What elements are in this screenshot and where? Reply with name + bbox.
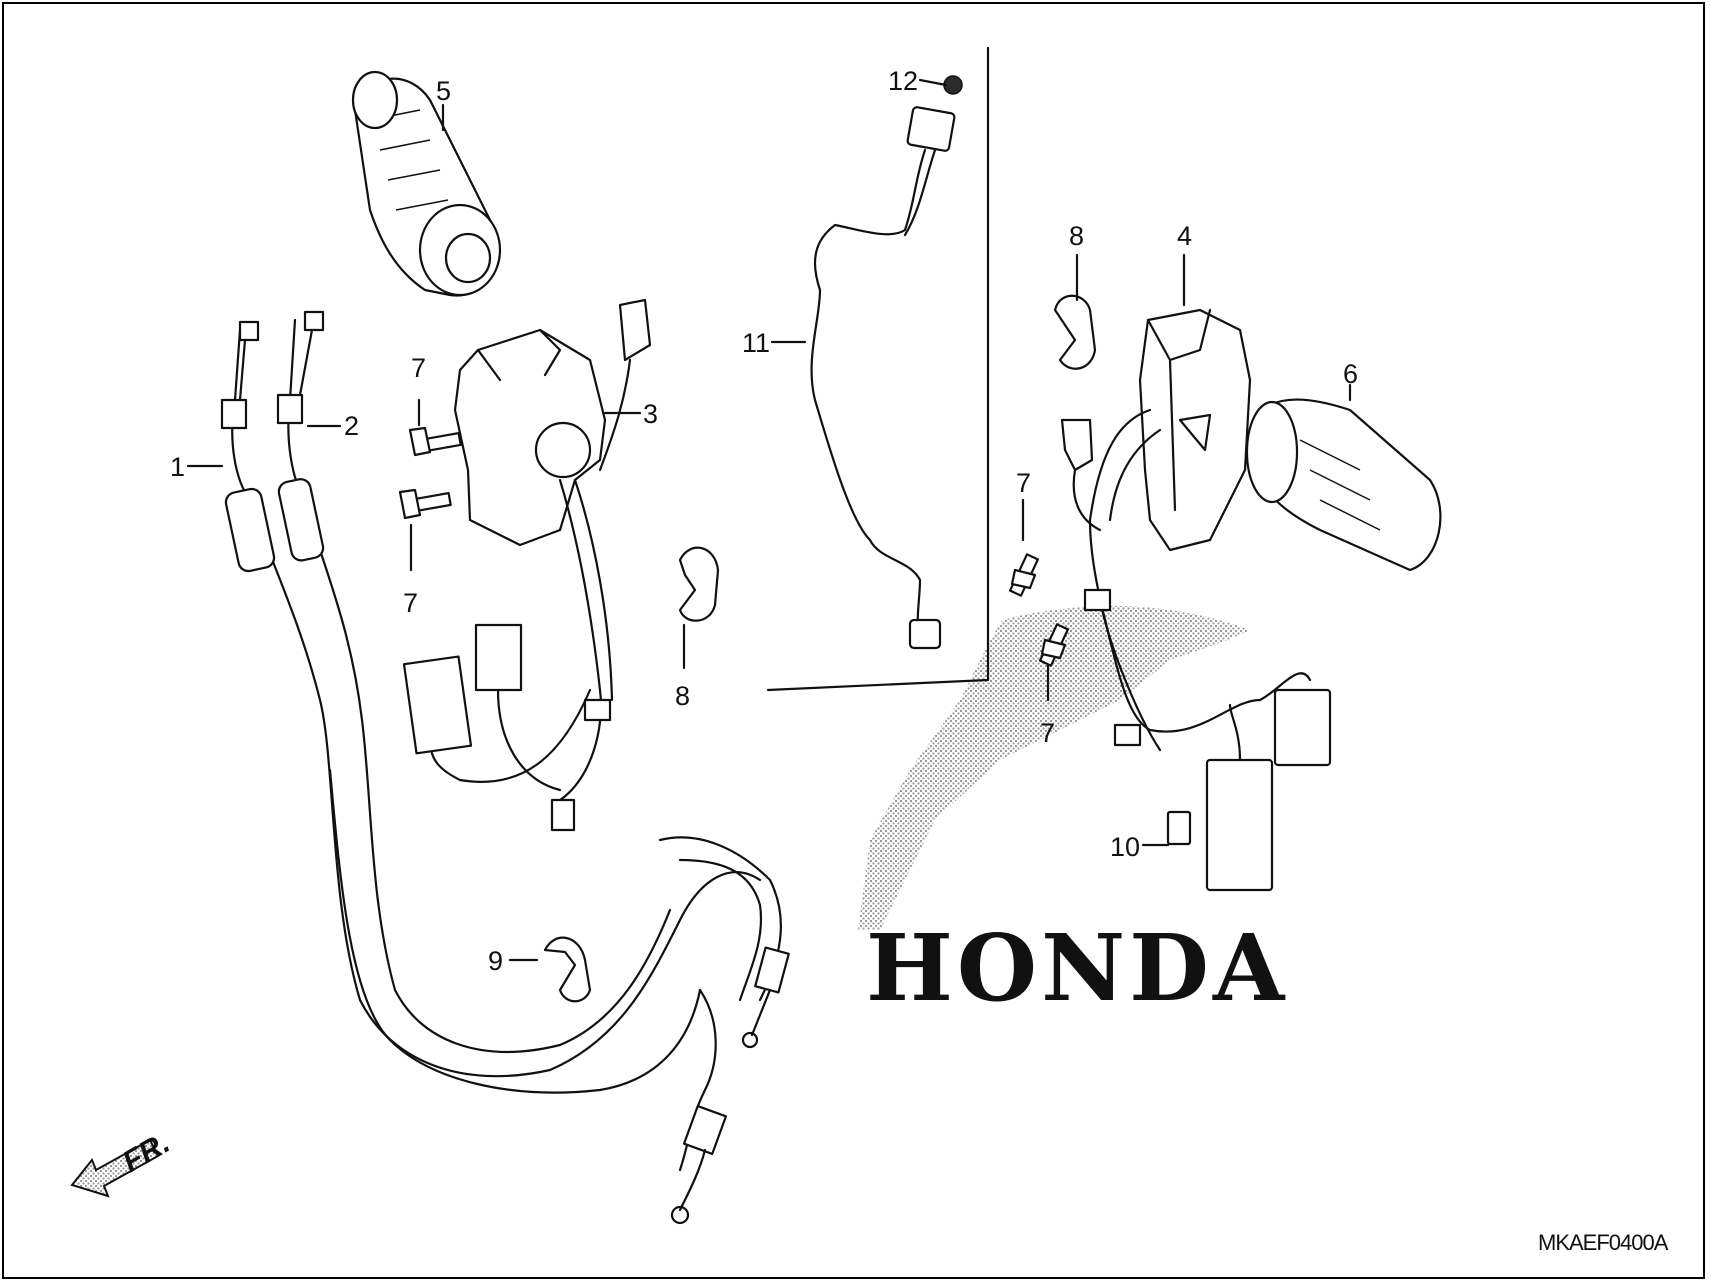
wire-clamp-8-right [1053,294,1097,370]
callout-7-right-upper: 7 [1016,468,1031,498]
callout-10: 10 [1110,832,1140,862]
callout-2: 2 [344,411,359,441]
bolt-right-lower [1039,623,1069,667]
bracket-wire-right [1072,468,1102,532]
right-handlebar-switch [1088,308,1252,642]
leader-lines [186,78,1352,962]
bolt-right-upper [1009,553,1039,597]
callout-3: 3 [643,399,658,429]
callout-5: 5 [436,76,451,106]
bolt-left-lower [398,488,452,520]
front-direction-indicator: FR. [70,1126,176,1198]
front-direction-arrow-icon [70,1138,160,1198]
cable-clamp-9 [543,936,592,1003]
wire-clamp-8-left [678,546,720,622]
right-wire-harness [1083,588,1332,892]
left-grip [351,70,502,297]
callout-9: 9 [488,946,503,976]
callout-7-left-upper: 7 [411,353,426,383]
callout-12: 12 [888,66,918,96]
wire-harness-11 [810,106,956,650]
bolt-left-upper [408,426,462,457]
callout-8-left: 8 [675,681,690,711]
inset-box-border [766,46,990,692]
callout-11: 11 [742,328,770,358]
callout-6: 6 [1343,359,1358,389]
honda-watermark: HONDA [858,606,1288,1022]
callout-1: 1 [170,452,185,482]
bracket-7-right [1060,418,1094,472]
throttle-cables [220,310,790,1225]
callout-7-right-lower: 7 [1040,718,1055,748]
left-handlebar-switch [402,298,652,832]
callout-8-right: 8 [1069,221,1084,251]
honda-wing-logo [858,606,1250,930]
right-grip [1245,398,1442,572]
honda-wordmark: HONDA [866,914,1288,1022]
callout-7-left-lower: 7 [403,588,418,618]
drawing-code: MKAEF0400A [1538,1230,1669,1255]
callout-4: 4 [1177,221,1192,251]
fuse-clip-10 [1166,810,1192,846]
